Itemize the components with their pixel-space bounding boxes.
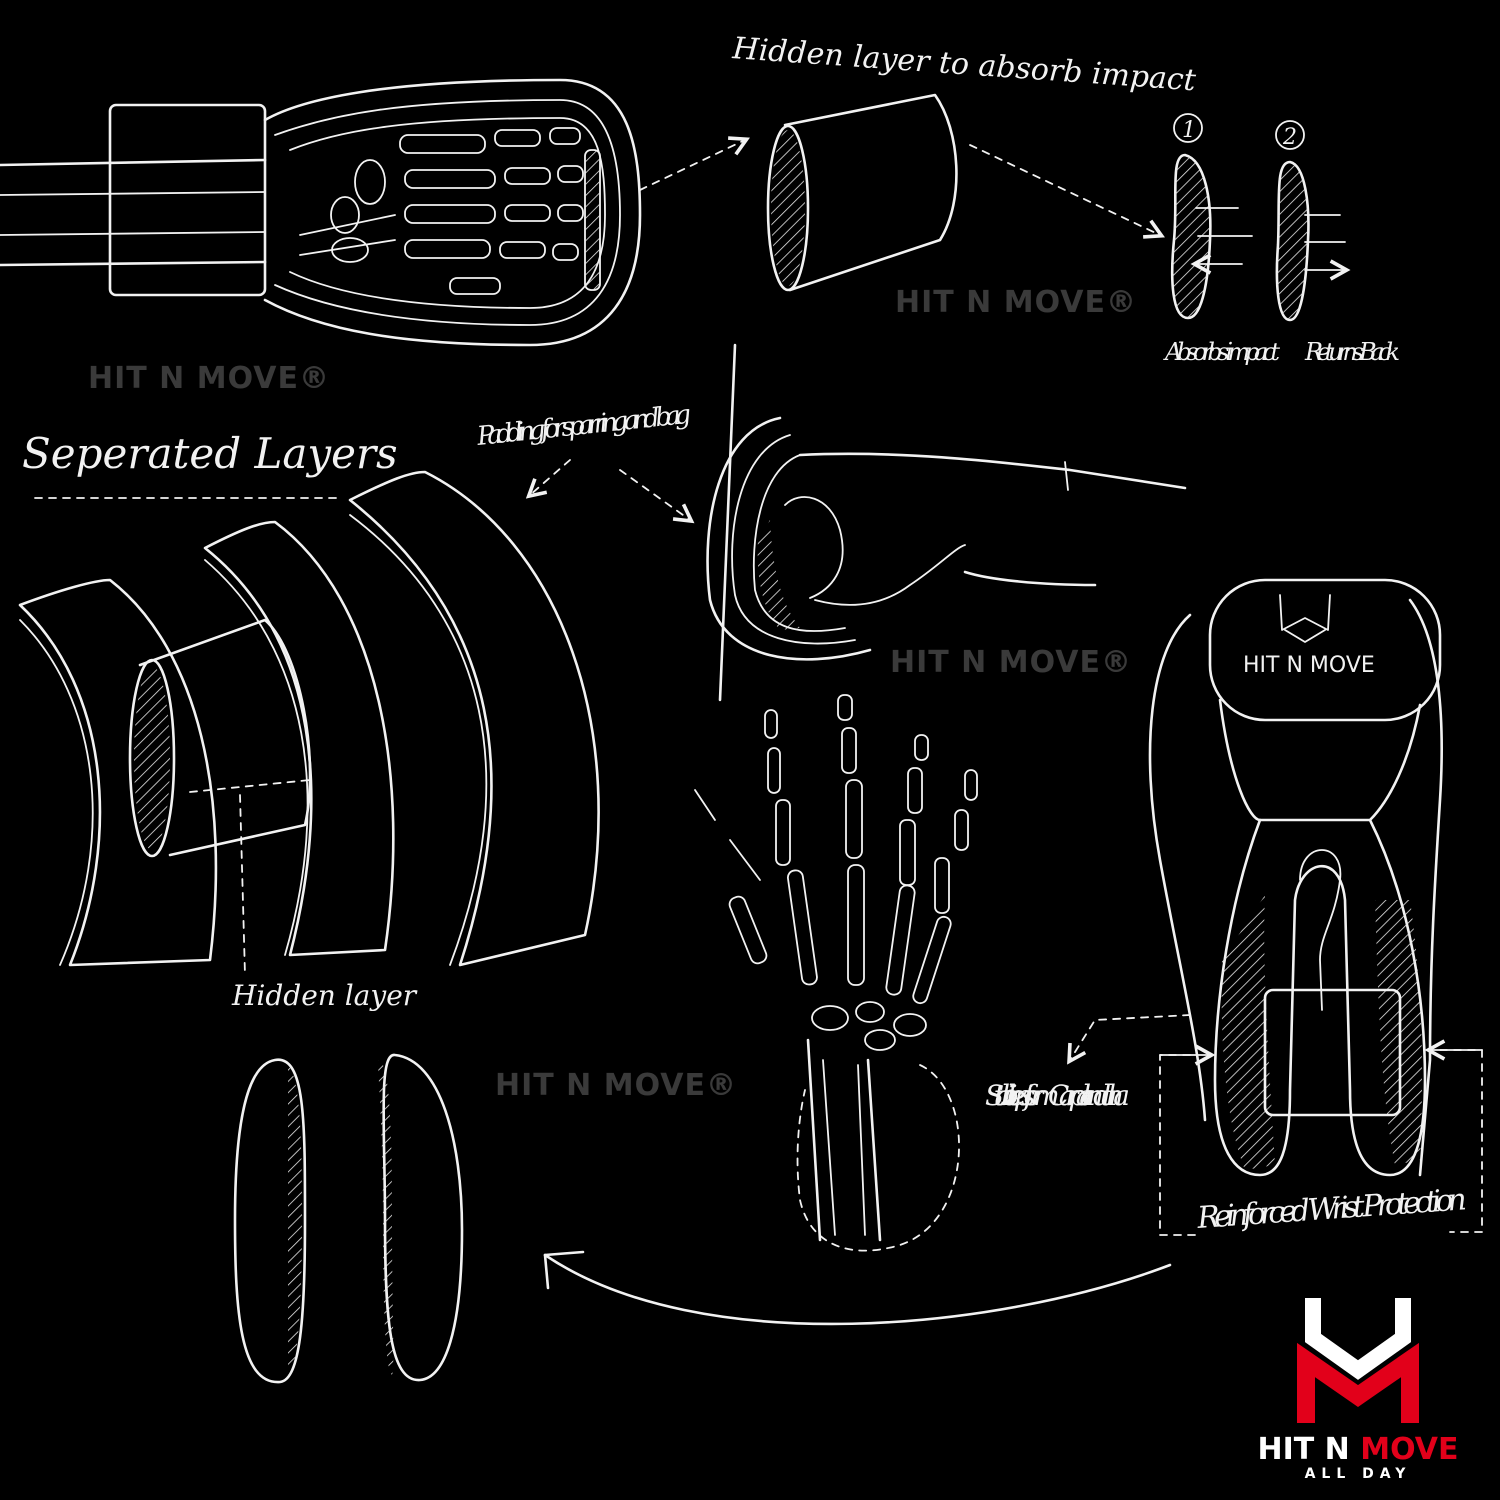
glove-logo-text: HIT N MOVE [1243, 653, 1375, 678]
watermark-1: HIT N MOVE® [88, 361, 330, 396]
return-arc-arrowhead [543, 1250, 585, 1290]
return-arc-arrow [543, 1253, 1172, 1326]
brand-tagline: ALL DAY [1304, 1466, 1412, 1482]
watermarks: HIT N MOVE® HIT N MOVE® HIT N MOVE® HIT … [88, 285, 1137, 1103]
separated-layers-sketch [18, 470, 600, 976]
hand-skeleton-sketch [694, 694, 978, 1252]
label-separated-layers: Seperated Layers [22, 429, 398, 478]
bottom-pads [233, 1053, 464, 1384]
watermark-3: HIT N MOVE® [890, 645, 1132, 680]
watermark-2: HIT N MOVE® [895, 285, 1137, 320]
label-hidden-layer-absorb: Hidden layer to absorb impact [730, 31, 1197, 98]
absorption-step-2: 2 [1275, 120, 1345, 322]
step-1-number: 1 [1182, 118, 1196, 143]
watermark-4: HIT N MOVE® [495, 1068, 737, 1103]
brand-name: HIT N MOVE [1257, 1432, 1459, 1467]
arrow-to-hidden-layer [639, 140, 745, 191]
brand-mark-icon [1297, 1298, 1419, 1423]
label-padding: Padding for sparring and bag [475, 400, 693, 452]
arrow-padding-to-fist [619, 469, 690, 520]
label-reinforced: Reinforced Wrist Protection [1195, 1182, 1468, 1236]
label-hidden-layer: Hidden layer [231, 979, 418, 1012]
glove-front-sketch: HIT N MOVE [1148, 578, 1483, 1236]
label-stabilize: Stabilize psiform Carpal and ulna [985, 1079, 1130, 1112]
glove-xray-sketch [0, 78, 642, 347]
fist-glove-sketch [706, 343, 1187, 702]
absorption-step-1: 1 [1170, 113, 1253, 320]
arrow-padding-to-layer [530, 459, 571, 495]
arrow-to-absorption-steps [969, 144, 1160, 235]
label-absorbs-impact: Absorbs impact [1163, 338, 1280, 366]
hidden-layer-pad [766, 93, 958, 292]
brand-logo: HIT N MOVE ALL DAY [1228, 1288, 1488, 1488]
label-returns-back: Returns Back [1304, 338, 1400, 366]
step-2-number: 2 [1282, 125, 1297, 150]
arrow-wrist-to-skeleton [1070, 1014, 1191, 1060]
